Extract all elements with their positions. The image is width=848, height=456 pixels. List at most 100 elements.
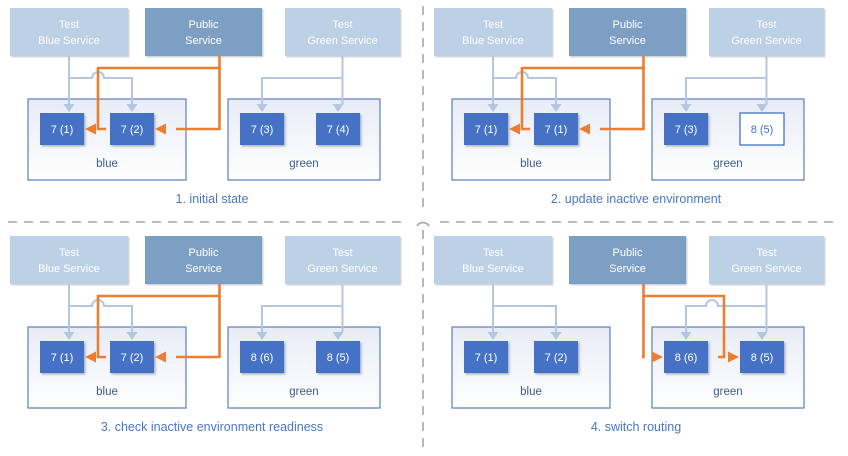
connector-test-blue-service [487,284,562,340]
connector-test-green-service [680,284,768,340]
connector-test-green-service [256,56,344,112]
connector-public-service [85,284,221,363]
service-box-rect-test_blue [10,8,128,56]
connector-public-to-blue-pod1 [96,284,221,359]
connector-blue-right-branch [493,305,557,332]
service-box-rect-test_green [285,236,400,284]
service-label-line2-test_blue: Blue Service [38,263,100,275]
environment-name-green: green [713,158,742,170]
pod-green-1: 8 (6) [664,341,708,373]
pod-rect-green-2 [316,341,360,373]
pod-green-2: 7 (4) [316,113,360,145]
connector-public-to-green-pod1 [642,284,645,359]
environment-name-blue: blue [96,158,118,170]
arrowhead-blue-to-pod2 [550,332,562,340]
connector-public-to-blue-pod1 [96,56,221,131]
pod-green-1: 7 (3) [240,113,284,145]
environment-green: 8 (6)8 (5)green [651,326,805,409]
arrowhead-blue-to-pod1 [487,104,499,112]
environment-name-blue: blue [520,158,542,170]
service-box-rect-public [569,236,686,284]
connector-test-green-service [256,284,344,340]
pod-label-blue-1: 7 (1) [475,124,498,136]
connector-public-service [85,56,221,135]
pod-blue-1: 7 (1) [464,113,508,145]
pod-label-blue-1: 7 (1) [51,124,74,136]
pod-green-2: 8 (5) [739,112,785,146]
arrowhead-public-to-blue-pod2 [155,351,166,363]
service-box-rect-test_blue [434,8,552,56]
connector-public-to-blue-pod2 [176,296,221,359]
pod-blue-1: 7 (1) [40,113,84,145]
pod-label-green-2: 7 (4) [327,124,350,136]
pod-rect-blue-2 [110,113,154,145]
arrowhead-blue-to-pod1 [487,332,499,340]
pod-rect-green-2 [316,113,360,145]
pod-rect-blue-2 [110,341,154,373]
pod-rect-blue-2 [534,113,578,145]
arrowhead-green-to-pod3 [680,104,692,112]
pod-rect-green-1 [240,113,284,145]
service-label-line2-public: Service [609,35,646,47]
service-label-line2-test_green: Green Service [307,263,377,275]
environment-blue: 7 (1)7 (2)blue [451,326,611,409]
arrowhead-blue-to-pod2 [126,332,138,340]
arrowhead-public-to-blue-pod1 [85,351,96,363]
connector-green-left-branch [261,77,343,104]
arrowhead-green-to-pod3 [256,332,268,340]
environment-blue: 7 (1)7 (2)blue [27,98,187,181]
pod-rect-blue-2 [534,341,578,373]
pod-blue-2: 7 (2) [110,341,154,373]
service-label-line2-test_green: Green Service [731,35,801,47]
pod-label-blue-2: 7 (1) [545,124,568,136]
connector-public-to-blue-pod2 [600,68,645,131]
service-label-line1-public: Public [189,19,219,31]
service-label-line2-test_green: Green Service [307,35,377,47]
pod-label-green-1: 7 (3) [675,124,698,136]
pod-label-green-1: 8 (6) [251,352,274,364]
arrowhead-blue-to-pod2 [126,104,138,112]
service-label-line1-test_green: Test [332,247,352,259]
environment-green: 7 (3)7 (4)green [227,98,381,181]
environment-blue: 7 (1) 7 (2) blue [27,326,187,409]
arrowhead-green-to-pod4 [332,104,344,112]
pod-blue-1: 7 (1) [40,341,84,373]
pod-green-2: 8 (5) [316,341,360,373]
pod-rect-blue-1 [40,341,84,373]
connector-public-service [509,56,645,135]
arrowhead-green-to-pod4 [756,332,768,340]
pod-rect-green-2 [739,112,785,146]
connector-public-to-blue-pod2 [176,68,221,131]
connector-green-left-branch [261,305,343,332]
connector-public-to-green-pod2 [643,294,726,359]
pod-label-blue-2: 7 (2) [121,352,144,364]
service-box-rect-test_blue [434,236,552,284]
pod-label-blue-2: 7 (2) [545,352,568,364]
divider-crossing-hop [416,221,430,227]
service-label-line2-public: Service [609,263,646,275]
pod-green-2: 8 (5) [740,341,784,373]
environment-name-green: green [289,386,318,398]
environment-green: 7 (3) 8 (5) green [651,98,805,181]
arrowhead-green-to-pod3 [256,104,268,112]
environment-name-blue: blue [96,386,118,398]
pod-green-1: 7 (3) [664,113,708,145]
connector-green-left-branch-with-hop [685,299,767,332]
pod-rect-green-2 [740,341,784,373]
service-label-line1-test_green: Test [756,247,776,259]
environment-green: 8 (6) 8 (5) green [227,326,381,409]
pod-label-green-2: 8 (5) [751,124,774,136]
service-label-line2-public: Service [185,35,222,47]
service-label-line1-public: Public [189,247,219,259]
